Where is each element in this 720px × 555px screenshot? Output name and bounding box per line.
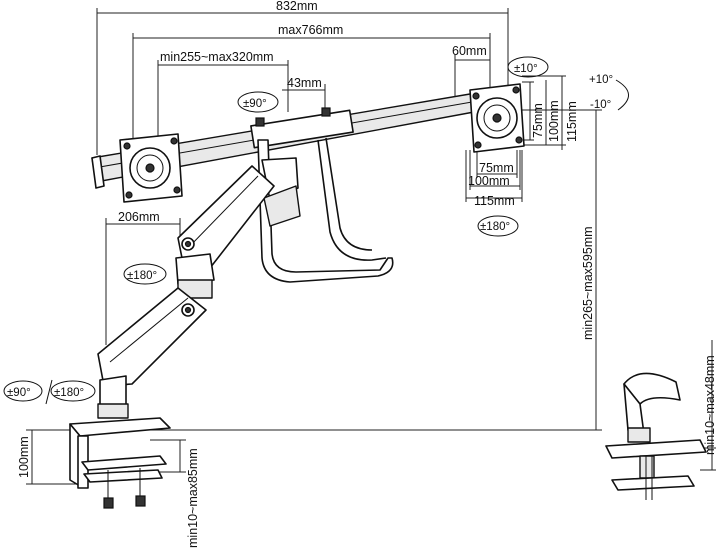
label-tilt-down: -10° <box>590 99 611 111</box>
label-total-width: 832mm <box>276 0 318 13</box>
label-head-swivel: ±90° <box>243 98 267 110</box>
grommet-base <box>605 372 707 500</box>
rotation-labels: ±90° ±10° +10° -10° ±180° ±180° ±90° ±18… <box>7 63 613 399</box>
label-vesa-100-w: 100mm <box>468 174 510 188</box>
label-vesa-75-w: 75mm <box>479 161 514 175</box>
left-vesa-plate <box>119 133 183 203</box>
dimension-lines <box>26 8 716 485</box>
label-arm-swivel: ±180° <box>127 270 157 282</box>
dimension-labels: 832mm max766mm min255~max320mm 43mm 60mm… <box>17 0 717 548</box>
label-base-swivel-180: ±180° <box>54 387 84 399</box>
label-rail-adjust: min255~max320mm <box>160 50 274 64</box>
label-rail-width: max766mm <box>278 23 343 37</box>
label-plate-115-h: 115mm <box>565 101 579 142</box>
label-grommet-range: min10~max48mm <box>703 355 717 455</box>
upper-arm <box>177 165 275 269</box>
label-height-range: min265~max595mm <box>581 226 595 340</box>
label-plate-tilt: ±10° <box>514 63 538 75</box>
base-clamp <box>69 375 171 509</box>
handle <box>257 137 394 283</box>
lower-arm <box>97 287 207 387</box>
label-tilt-up: +10° <box>589 74 613 86</box>
label-base-swivel-90: ±90° <box>7 387 31 399</box>
label-plate-115-w: 115mm <box>474 194 515 208</box>
label-mount-offset: 43mm <box>287 76 322 90</box>
label-arm-reach: 206mm <box>118 210 160 224</box>
label-plate-rotate: ±180° <box>480 221 510 233</box>
label-right-offset: 60mm <box>452 44 487 58</box>
rotation-arrows <box>3 56 629 405</box>
label-clamp-height: 100mm <box>17 436 31 478</box>
label-clamp-range: min10~max85mm <box>186 448 200 548</box>
label-vesa-100-h: 100mm <box>547 100 561 142</box>
label-vesa-75-h: 75mm <box>531 103 545 138</box>
right-vesa-plate <box>469 83 525 153</box>
